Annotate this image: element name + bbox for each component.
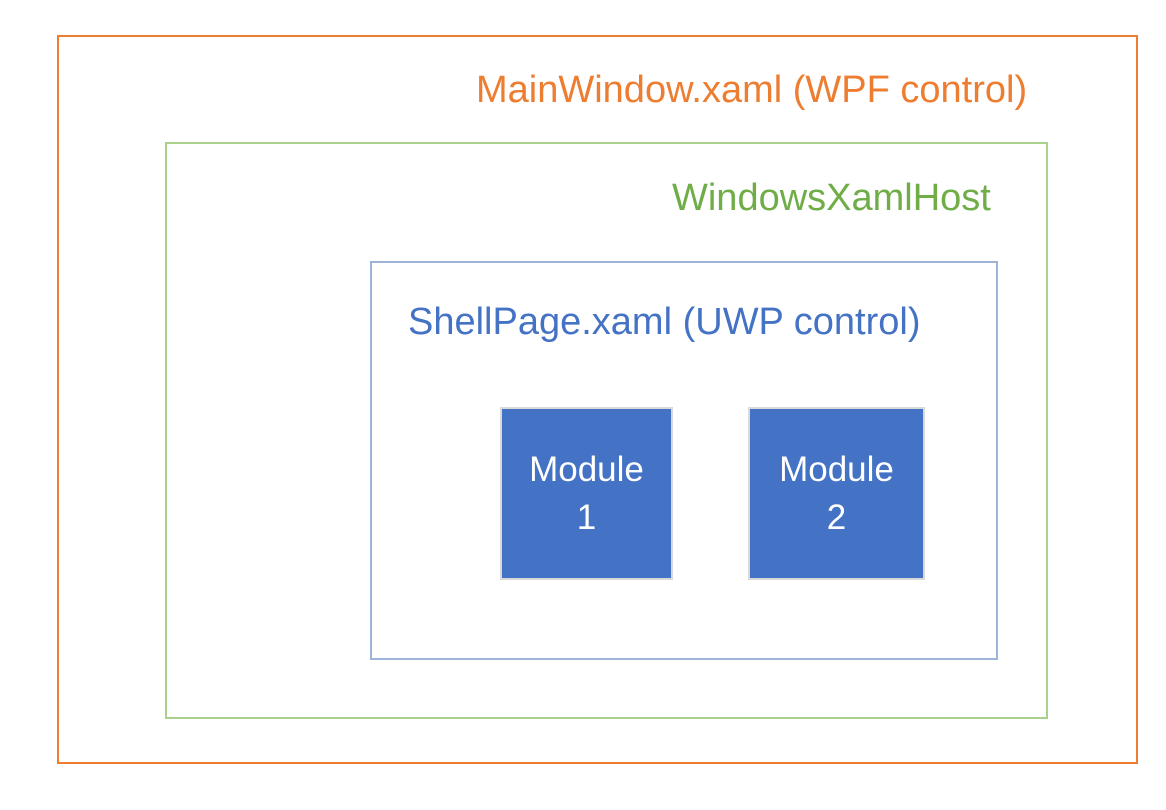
shellpage-box (370, 261, 998, 660)
module-2-number: 2 (826, 497, 847, 537)
windowsxamlhost-label: WindowsXamlHost (672, 177, 991, 219)
module-1-number: 1 (576, 497, 597, 537)
shellpage-label: ShellPage.xaml (UWP control) (408, 301, 921, 343)
mainwindow-label: MainWindow.xaml (WPF control) (476, 69, 1028, 111)
module-1-box: Module 1 (500, 407, 673, 580)
windowsxamlhost-box (165, 142, 1048, 719)
mainwindow-box (57, 35, 1138, 764)
module-2-box: Module 2 (748, 407, 925, 580)
module-1-name: Module (529, 449, 644, 489)
module-2-name: Module (779, 449, 894, 489)
